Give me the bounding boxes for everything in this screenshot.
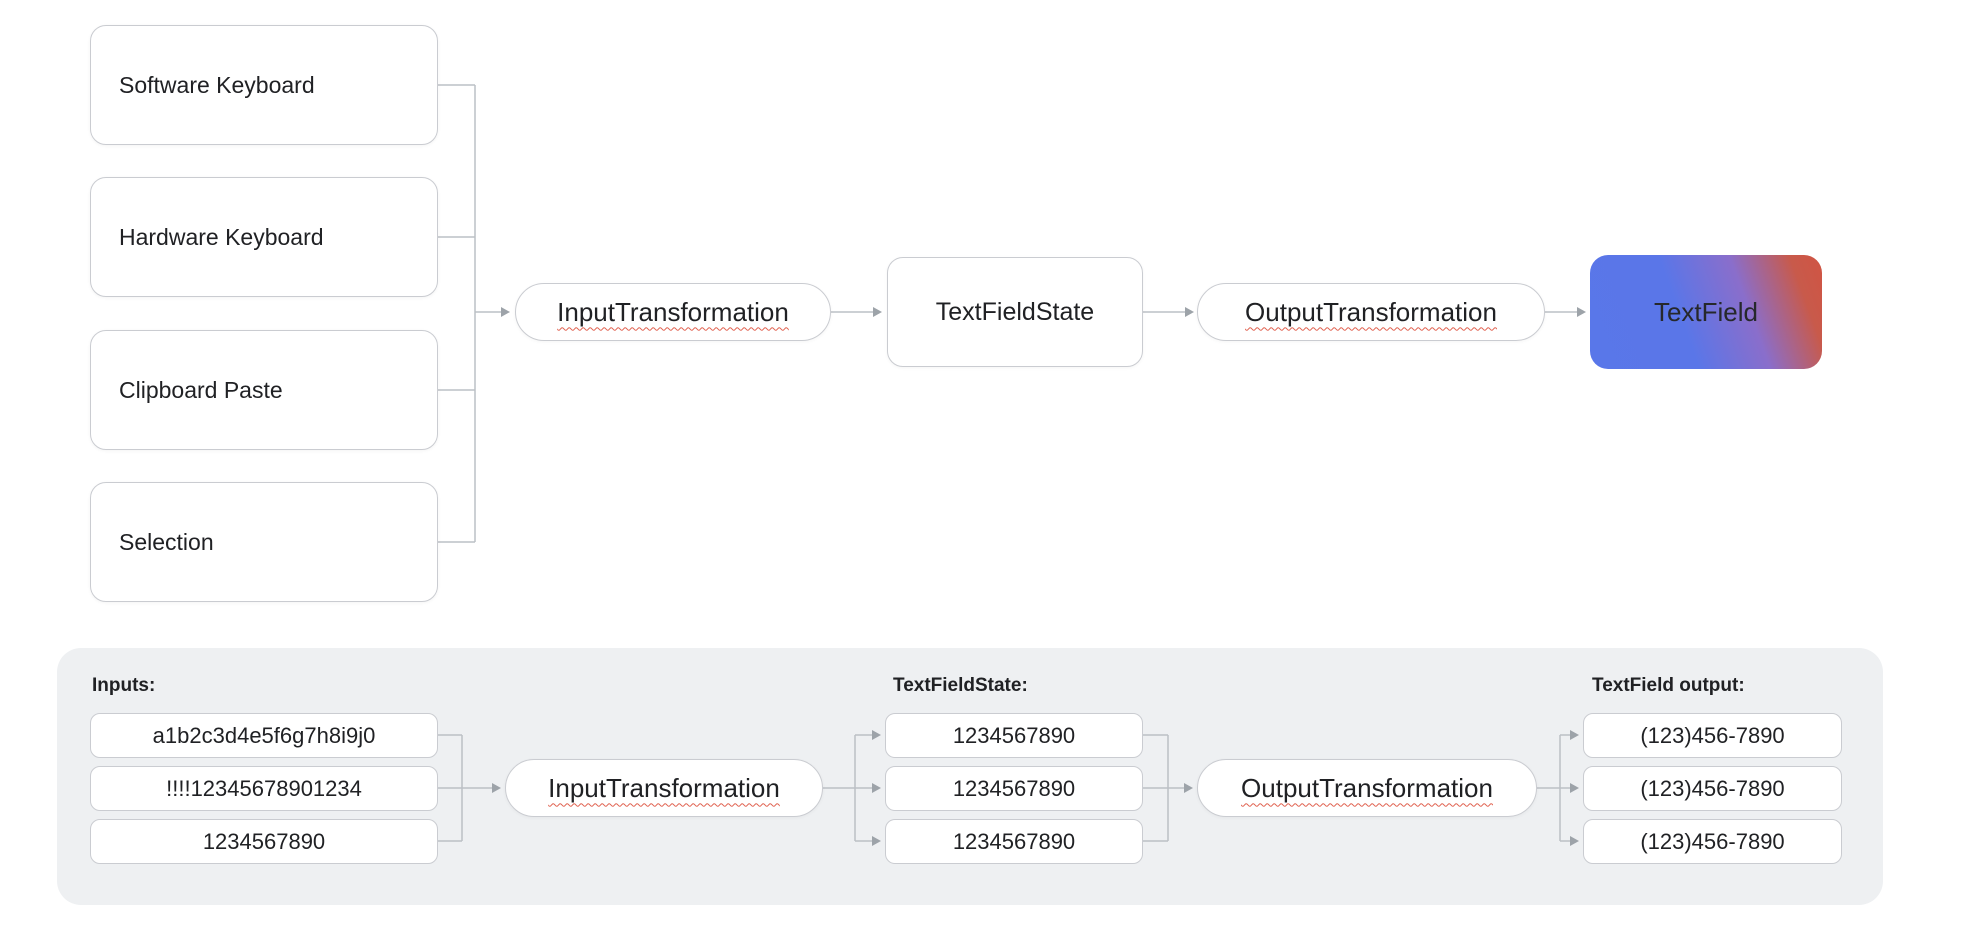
- node-output-transformation: OutputTransformation: [1197, 283, 1545, 341]
- output-value: (123)456-7890: [1640, 722, 1785, 748]
- source-label: Clipboard Paste: [119, 376, 283, 403]
- state-value-box: 1234567890: [885, 766, 1143, 811]
- node-label: TextField: [1653, 296, 1759, 327]
- input-value: !!!!12345678901234: [166, 775, 362, 801]
- input-value-box: a1b2c3d4e5f6g7h8i9j0: [90, 713, 438, 758]
- state-value-box: 1234567890: [885, 819, 1143, 864]
- textfield-output-heading: TextField output:: [1592, 675, 1745, 696]
- state-value-box: 1234567890: [885, 713, 1143, 758]
- output-value: (123)456-7890: [1640, 828, 1785, 854]
- example-input-transformation: InputTransformation: [505, 759, 823, 817]
- node-input-transformation: InputTransformation: [515, 283, 831, 341]
- node-text-field: TextField: [1590, 255, 1822, 369]
- output-value: (123)456-7890: [1640, 775, 1785, 801]
- output-value-box: (123)456-7890: [1583, 766, 1842, 811]
- source-box-selection: Selection: [90, 482, 438, 602]
- textfieldstate-heading: TextFieldState:: [893, 675, 1028, 696]
- source-box-software-keyboard: Software Keyboard: [90, 25, 438, 145]
- source-box-clipboard-paste: Clipboard Paste: [90, 330, 438, 450]
- inputs-heading: Inputs:: [92, 675, 156, 696]
- state-value: 1234567890: [952, 828, 1076, 854]
- node-label: TextFieldState: [935, 297, 1095, 326]
- node-label: OutputTransformation: [1245, 296, 1497, 327]
- node-label: InputTransformation: [557, 296, 789, 327]
- input-value: a1b2c3d4e5f6g7h8i9j0: [152, 722, 376, 748]
- node-label: OutputTransformation: [1241, 772, 1493, 803]
- source-label: Hardware Keyboard: [119, 223, 324, 250]
- source-label: Software Keyboard: [119, 71, 315, 98]
- input-value-box: !!!!12345678901234: [90, 766, 438, 811]
- source-box-hardware-keyboard: Hardware Keyboard: [90, 177, 438, 297]
- output-value-box: (123)456-7890: [1583, 819, 1842, 864]
- input-value-box: 1234567890: [90, 819, 438, 864]
- example-output-transformation: OutputTransformation: [1197, 759, 1537, 817]
- node-label: InputTransformation: [548, 772, 780, 803]
- source-label: Selection: [119, 528, 214, 555]
- output-value-box: (123)456-7890: [1583, 713, 1842, 758]
- state-value: 1234567890: [952, 775, 1076, 801]
- input-value: 1234567890: [202, 828, 326, 854]
- state-value: 1234567890: [952, 722, 1076, 748]
- node-text-field-state: TextFieldState: [887, 257, 1143, 367]
